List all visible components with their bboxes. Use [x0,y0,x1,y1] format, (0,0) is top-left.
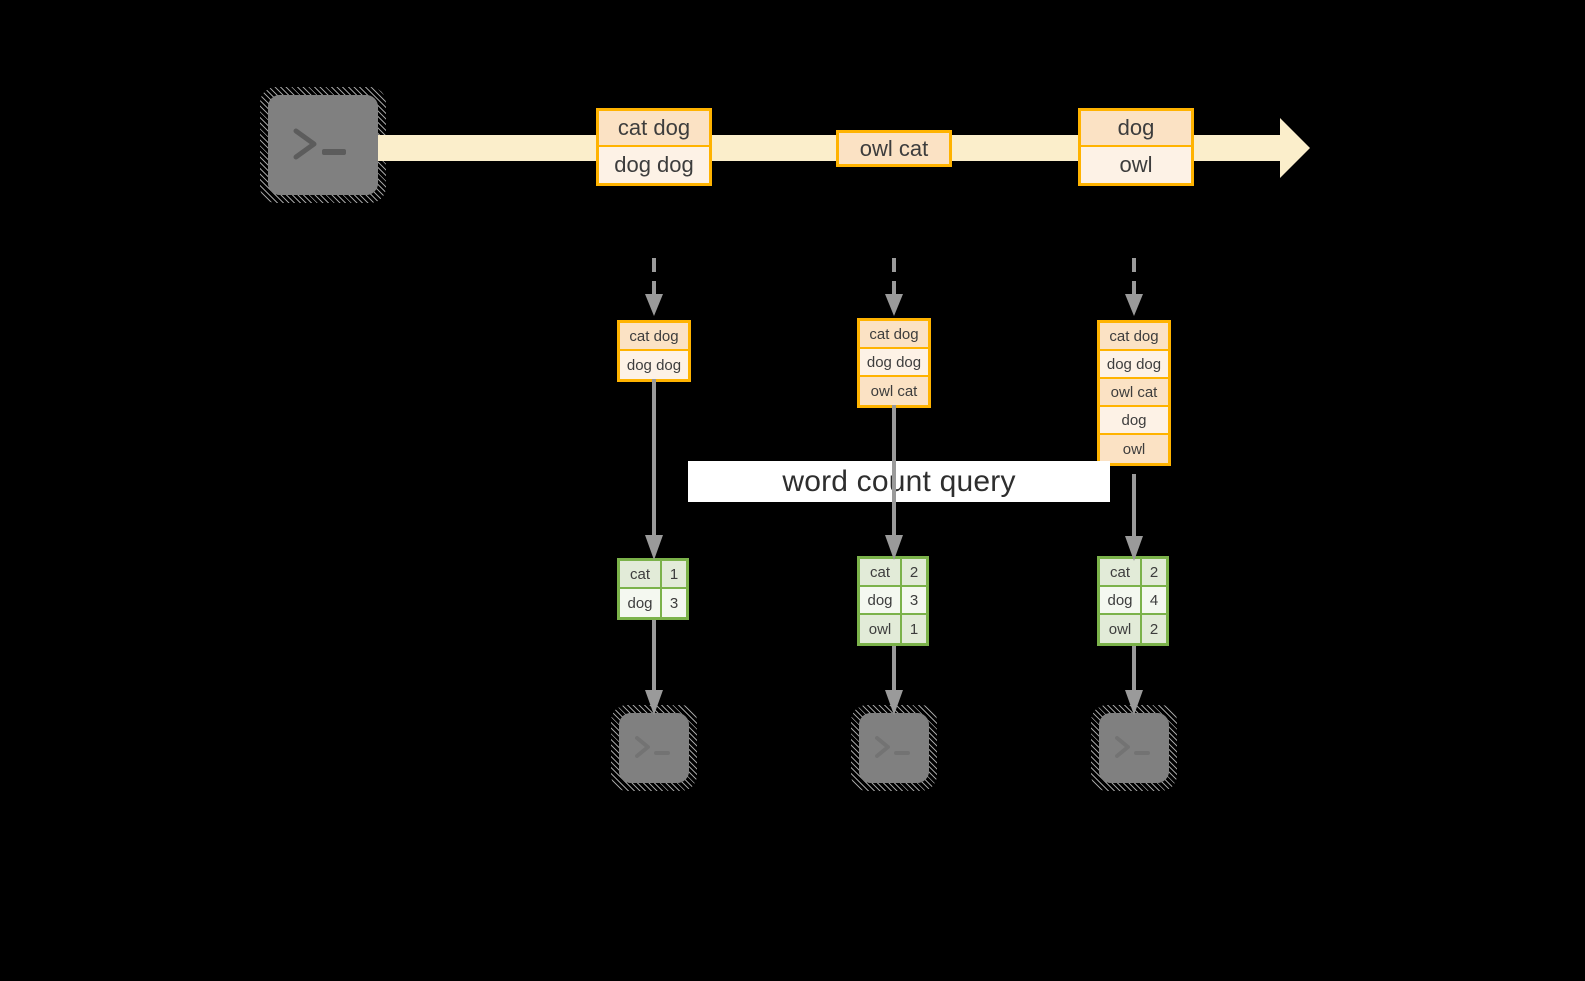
dashed-connector-3 [1124,258,1144,320]
snapshot-line: owl cat [860,377,928,405]
sink-terminal-1[interactable] [611,705,697,791]
result-word: dog [860,587,902,613]
table-row: cat 2 [860,559,926,587]
terminal-prompt-icon [859,713,929,783]
result-count: 1 [902,615,926,643]
sink-connector-1 [644,618,664,718]
table-row: owl 1 [860,615,926,643]
snapshot-line: dog dog [620,351,688,379]
result-word: cat [1100,559,1142,585]
table-row: dog 3 [620,589,686,617]
snapshot-box-2[interactable]: cat dog dog dog owl cat [857,318,931,408]
source-terminal[interactable] [260,87,386,203]
snapshot-line: owl [1100,435,1168,463]
snapshot-line: owl cat [1100,379,1168,407]
terminal-body [268,95,378,195]
result-count: 3 [662,589,686,617]
terminal-body [859,713,929,783]
table-row: dog 4 [1100,587,1166,615]
result-count: 1 [662,561,686,587]
result-table-1[interactable]: cat 1 dog 3 [617,558,689,620]
terminal-prompt-icon [1099,713,1169,783]
query-label-band: word count query [688,461,1110,502]
result-count: 2 [1142,559,1166,585]
query-connector-2 [884,405,904,563]
snapshot-line: cat dog [1100,323,1168,351]
result-word: owl [1100,615,1142,643]
table-row: cat 2 [1100,559,1166,587]
record-line: dog [1081,111,1191,147]
record-line: owl [1081,147,1191,183]
stream-record-1[interactable]: cat dog dog dog [596,108,712,186]
query-label-text: word count query [782,464,1016,498]
table-row: owl 2 [1100,615,1166,643]
result-count: 2 [902,559,926,585]
terminal-prompt-icon [268,95,378,195]
record-line: owl cat [839,133,949,164]
table-row: cat 1 [620,561,686,589]
terminal-prompt-icon [619,713,689,783]
query-connector-3 [1124,474,1144,563]
snapshot-box-3[interactable]: cat dog dog dog owl cat dog owl [1097,320,1171,466]
result-count: 2 [1142,615,1166,643]
result-word: cat [620,561,662,587]
result-count: 3 [902,587,926,613]
sink-connector-3 [1124,646,1144,718]
result-table-2[interactable]: cat 2 dog 3 owl 1 [857,556,929,646]
terminal-body [1099,713,1169,783]
dashed-connector-1 [644,258,664,320]
stream-record-2[interactable]: owl cat [836,130,952,167]
terminal-body [619,713,689,783]
result-word: dog [620,589,662,617]
stream-record-3[interactable]: dog owl [1078,108,1194,186]
snapshot-line: dog dog [860,349,928,377]
snapshot-line: dog [1100,407,1168,435]
snapshot-line: cat dog [860,321,928,349]
table-row: dog 3 [860,587,926,615]
result-word: dog [1100,587,1142,613]
sink-connector-2 [884,646,904,718]
query-connector-1 [644,379,664,563]
dashed-connector-2 [884,258,904,320]
result-table-3[interactable]: cat 2 dog 4 owl 2 [1097,556,1169,646]
snapshot-line: cat dog [620,323,688,351]
snapshot-box-1[interactable]: cat dog dog dog [617,320,691,382]
sink-terminal-3[interactable] [1091,705,1177,791]
sink-terminal-2[interactable] [851,705,937,791]
record-line: cat dog [599,111,709,147]
result-word: cat [860,559,902,585]
result-count: 4 [1142,587,1166,613]
record-line: dog dog [599,147,709,183]
snapshot-line: dog dog [1100,351,1168,379]
result-word: owl [860,615,902,643]
